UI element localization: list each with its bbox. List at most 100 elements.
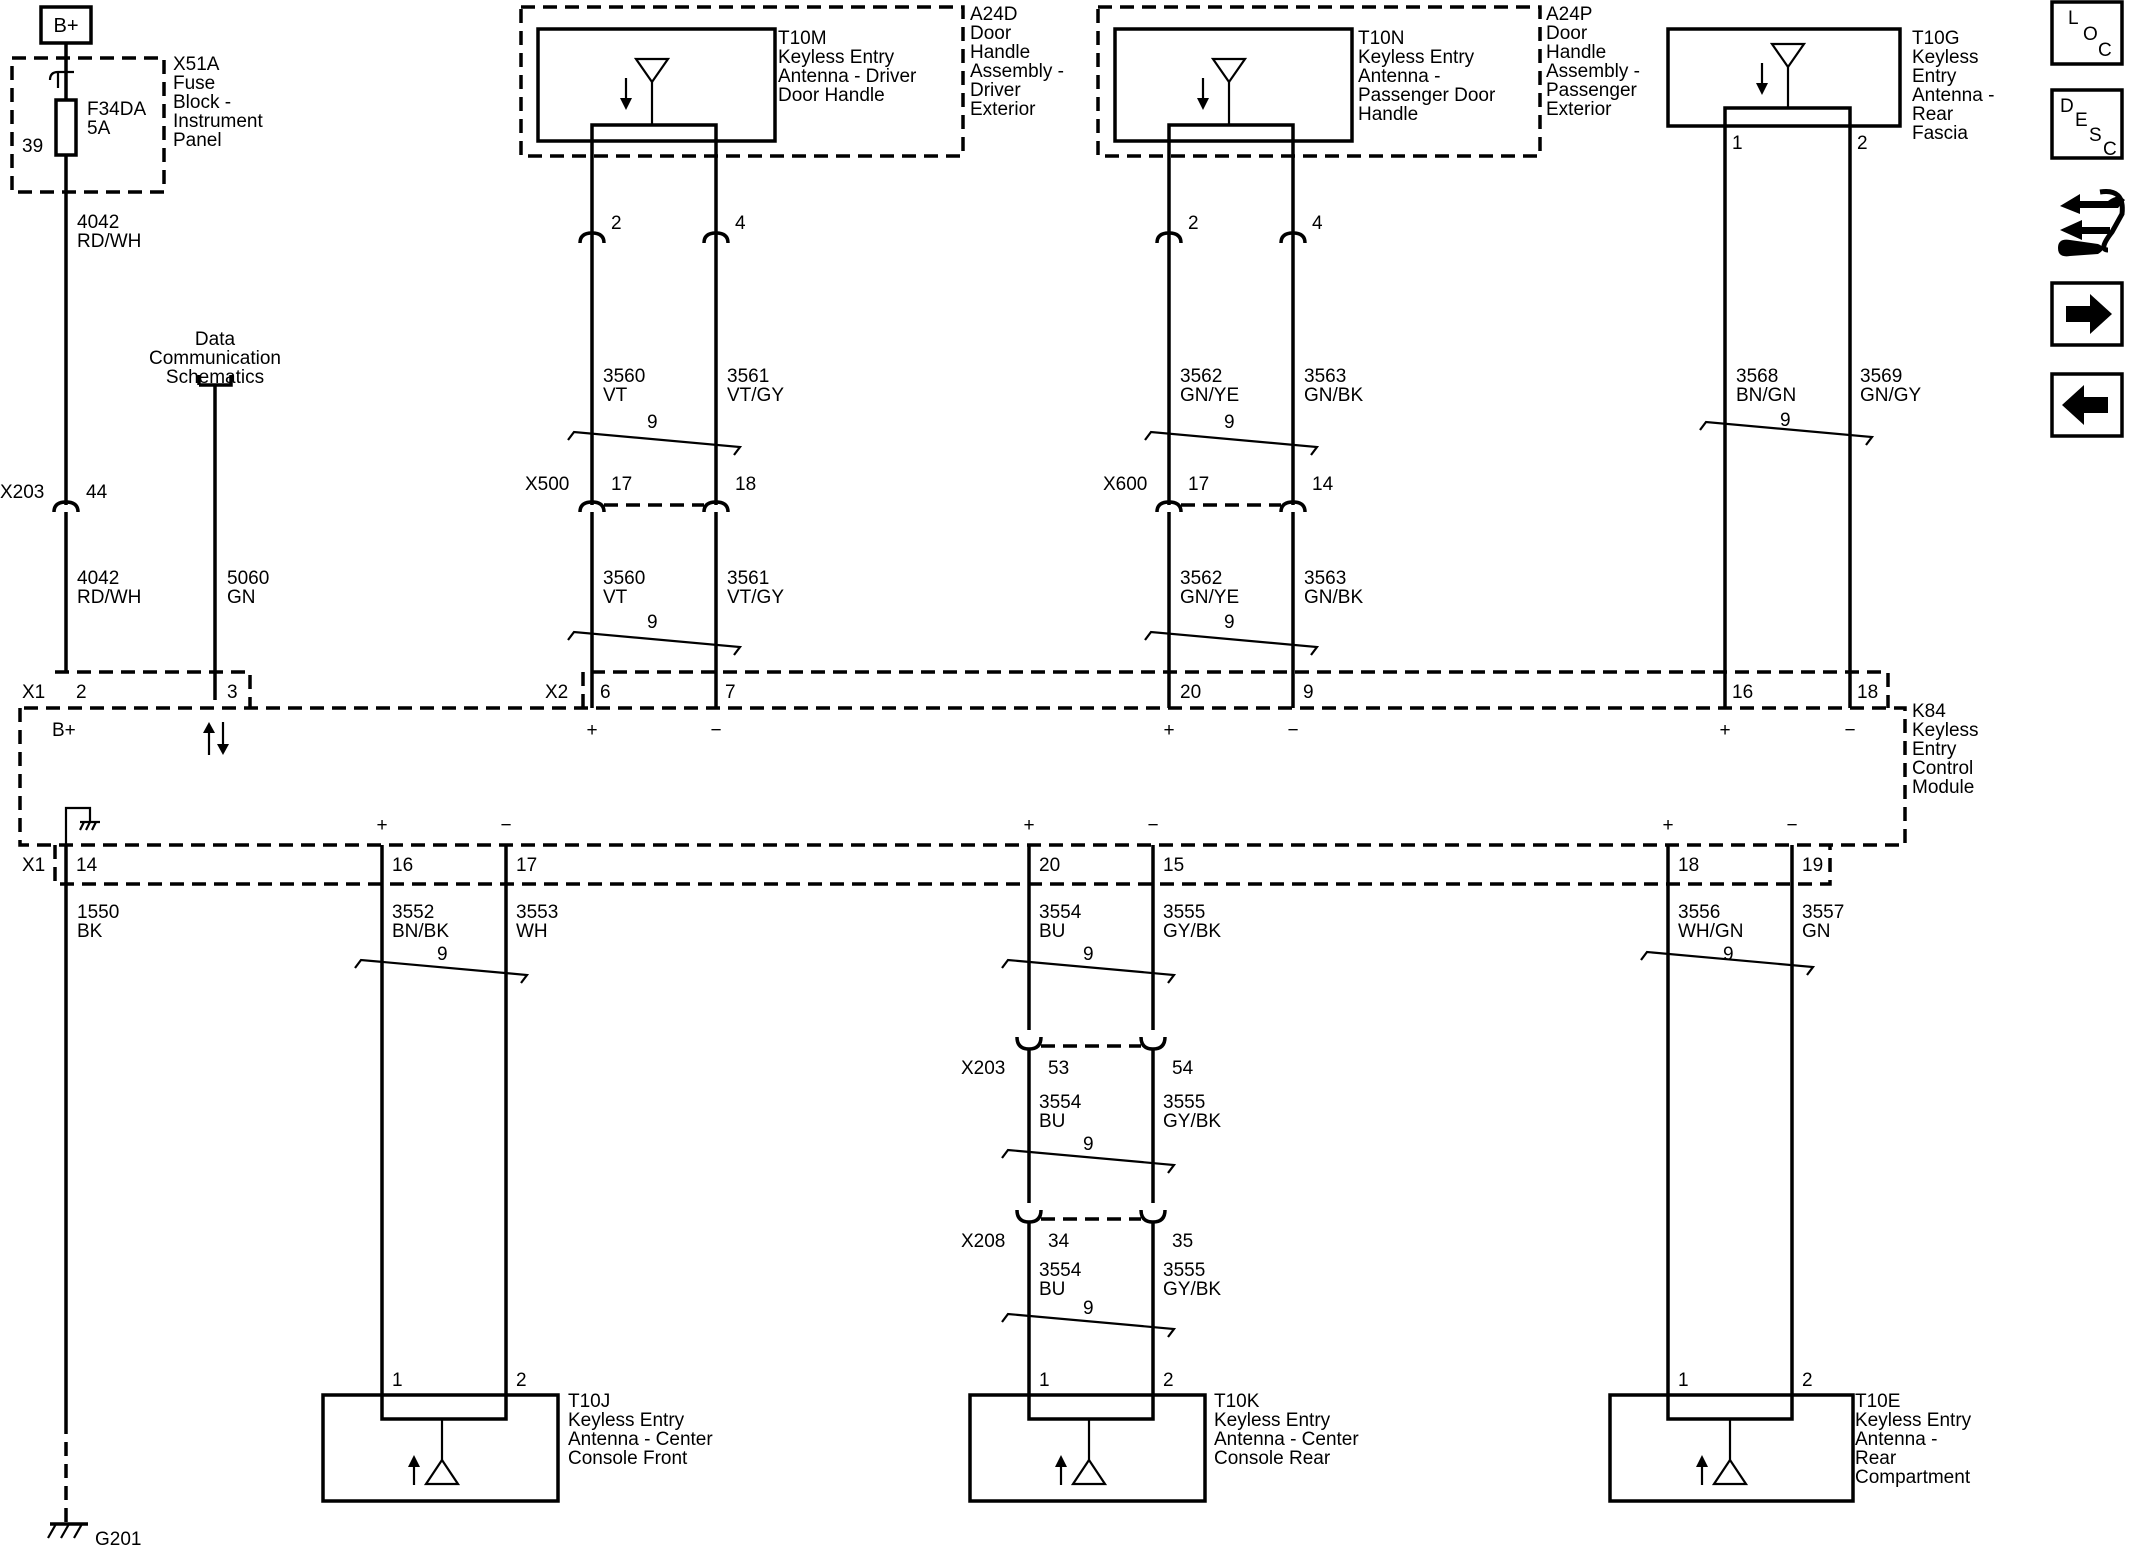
module-code: K84 [1912,701,1946,722]
a24p-name-1: Door [1546,23,1588,44]
battery-supply: B+ [39,5,93,45]
x208-pin-b: 35 [1172,1231,1193,1252]
t10e-name-1: Keyless Entry [1855,1410,1972,1431]
t10k-code: T10K [1214,1391,1260,1412]
t10m-wires [567,141,743,708]
supply-color-upper: RD/WH [77,231,141,252]
x2-pin-20: 20 [1180,682,1201,703]
svg-text:+: + [586,720,597,741]
x1-pin-3: 3 [227,682,238,703]
supply-color-lower: RD/WH [77,587,141,608]
bplus-pin-label: B+ [52,720,76,741]
x600-pin-b: 14 [1312,474,1334,495]
t10n-name-1: Keyless Entry [1358,47,1475,68]
t10m-antenna-icon [620,57,671,125]
svg-text:O: O [2083,24,2098,45]
x203-bottom-connector-label: X203 [961,1058,1005,1079]
t10m-twist-lower: 9 [647,612,658,633]
t10j-wire-b-circuit: 3553 [516,902,558,923]
fuse-symbol [54,98,78,157]
next-arrow-icon[interactable] [2050,281,2124,347]
t10g-wire-a-circuit: 3568 [1736,366,1778,387]
t10g-wires [1699,126,1875,708]
svg-text:+: + [1719,720,1730,741]
t10n-twist-upper: 9 [1224,412,1235,433]
x208-connector-label: X208 [961,1231,1005,1252]
ground-circuit: 1550 [77,902,119,923]
a24d-name-3: Assembly - [970,61,1064,82]
t10m-wire-b-color-lower: VT/GY [727,587,784,608]
t10j-name-2: Antenna - Center [568,1429,713,1450]
module-name-1: Keyless [1912,720,1979,741]
a24d-code: A24D [970,4,1018,25]
svg-text:+: + [376,815,387,836]
svg-text:−: − [1844,720,1855,741]
x2-pin-16: 16 [1732,682,1753,703]
x1-bottom-connector-outline [53,845,1832,886]
t10k-wire-a-circuit: 3554 [1039,902,1082,923]
desc-button[interactable]: D E S C [2050,88,2124,160]
data-comm-label-3: Schematics [166,367,264,388]
t10e-code: T10E [1855,1391,1900,1412]
t10j-name-3: Console Front [568,1448,688,1469]
fuse-block-name-4: Panel [173,130,222,151]
t10g-antenna-icon [1756,42,1807,108]
a24p-name-3: Assembly - [1546,61,1640,82]
t10j-code: T10J [568,1391,610,1412]
t10e-wire-a-color: WH/GN [1678,921,1743,942]
t10n-twist-lower: 9 [1224,612,1235,633]
t10e-pin-b: 2 [1802,1370,1813,1391]
x1-pin-19: 19 [1802,855,1823,876]
ground-id: G201 [95,1529,141,1547]
t10k-wire-b-color-3: GY/BK [1163,1279,1221,1300]
x1-pin-2: 2 [76,682,87,703]
x1-bottom-label: X1 [22,855,45,876]
t10g-wire-b-circuit: 3569 [1860,366,1902,387]
x2-pin-9: 9 [1303,682,1314,703]
previous-arrow-icon[interactable] [2050,372,2124,438]
svg-text:E: E [2075,110,2088,131]
svg-text:C: C [2103,139,2117,160]
loc-button[interactable]: L O C [2050,0,2124,66]
t10k-twist-3: 9 [1083,1298,1094,1319]
t10e-wire-b-circuit: 3557 [1802,902,1844,923]
t10g-wire-a-color: BN/GN [1736,385,1796,406]
t10k-internal-bus [1027,1395,1155,1421]
x208-pin-a: 34 [1048,1231,1070,1252]
data-comm-label-2: Communication [149,348,281,369]
internal-ground-icon [64,806,100,845]
x1-pin-17: 17 [516,855,537,876]
t10k-name-3: Console Rear [1214,1448,1331,1469]
module-name-3: Control [1912,758,1973,779]
fuse-switch-symbol [48,70,74,88]
data-comm-color: GN [227,587,256,608]
data-comm-label-1: Data [195,329,236,350]
t10n-internal-bus [1167,123,1295,141]
svg-text:L: L [2068,8,2079,29]
svg-text:S: S [2089,125,2102,146]
t10n-wire-a-circuit: 3562 [1180,366,1222,387]
t10g-name-4: Rear [1912,104,1954,125]
t10j-wire-b-color: WH [516,921,548,942]
x2-pin-18: 18 [1857,682,1878,703]
t10j-antenna-icon [408,1419,461,1486]
t10k-antenna-icon [1055,1419,1108,1486]
ground-color: BK [77,921,103,942]
svg-text:−: − [710,720,721,741]
t10k-pin-a: 1 [1039,1370,1050,1391]
t10g-pin-b: 2 [1857,133,1868,154]
x203-connector-label: X203 [0,482,44,503]
x1-pin-18: 18 [1678,855,1699,876]
t10m-wire-b-circuit: 3561 [727,366,769,387]
t10n-wire-b-color-lower: GN/BK [1304,587,1363,608]
fuse-block-code: X51A [173,54,220,75]
t10n-pin-b: 4 [1312,213,1323,234]
t10j-wire-a-color: BN/BK [392,921,449,942]
x2-pin-6: 6 [600,682,611,703]
connector-views-icon[interactable] [2058,188,2125,257]
t10m-name-2: Antenna - Driver [778,66,917,87]
chassis-ground-icon [47,1522,88,1539]
t10n-wire-b-circuit-lower: 3563 [1304,568,1346,589]
t10n-wires [1144,141,1320,708]
a24p-name-5: Exterior [1546,99,1612,120]
